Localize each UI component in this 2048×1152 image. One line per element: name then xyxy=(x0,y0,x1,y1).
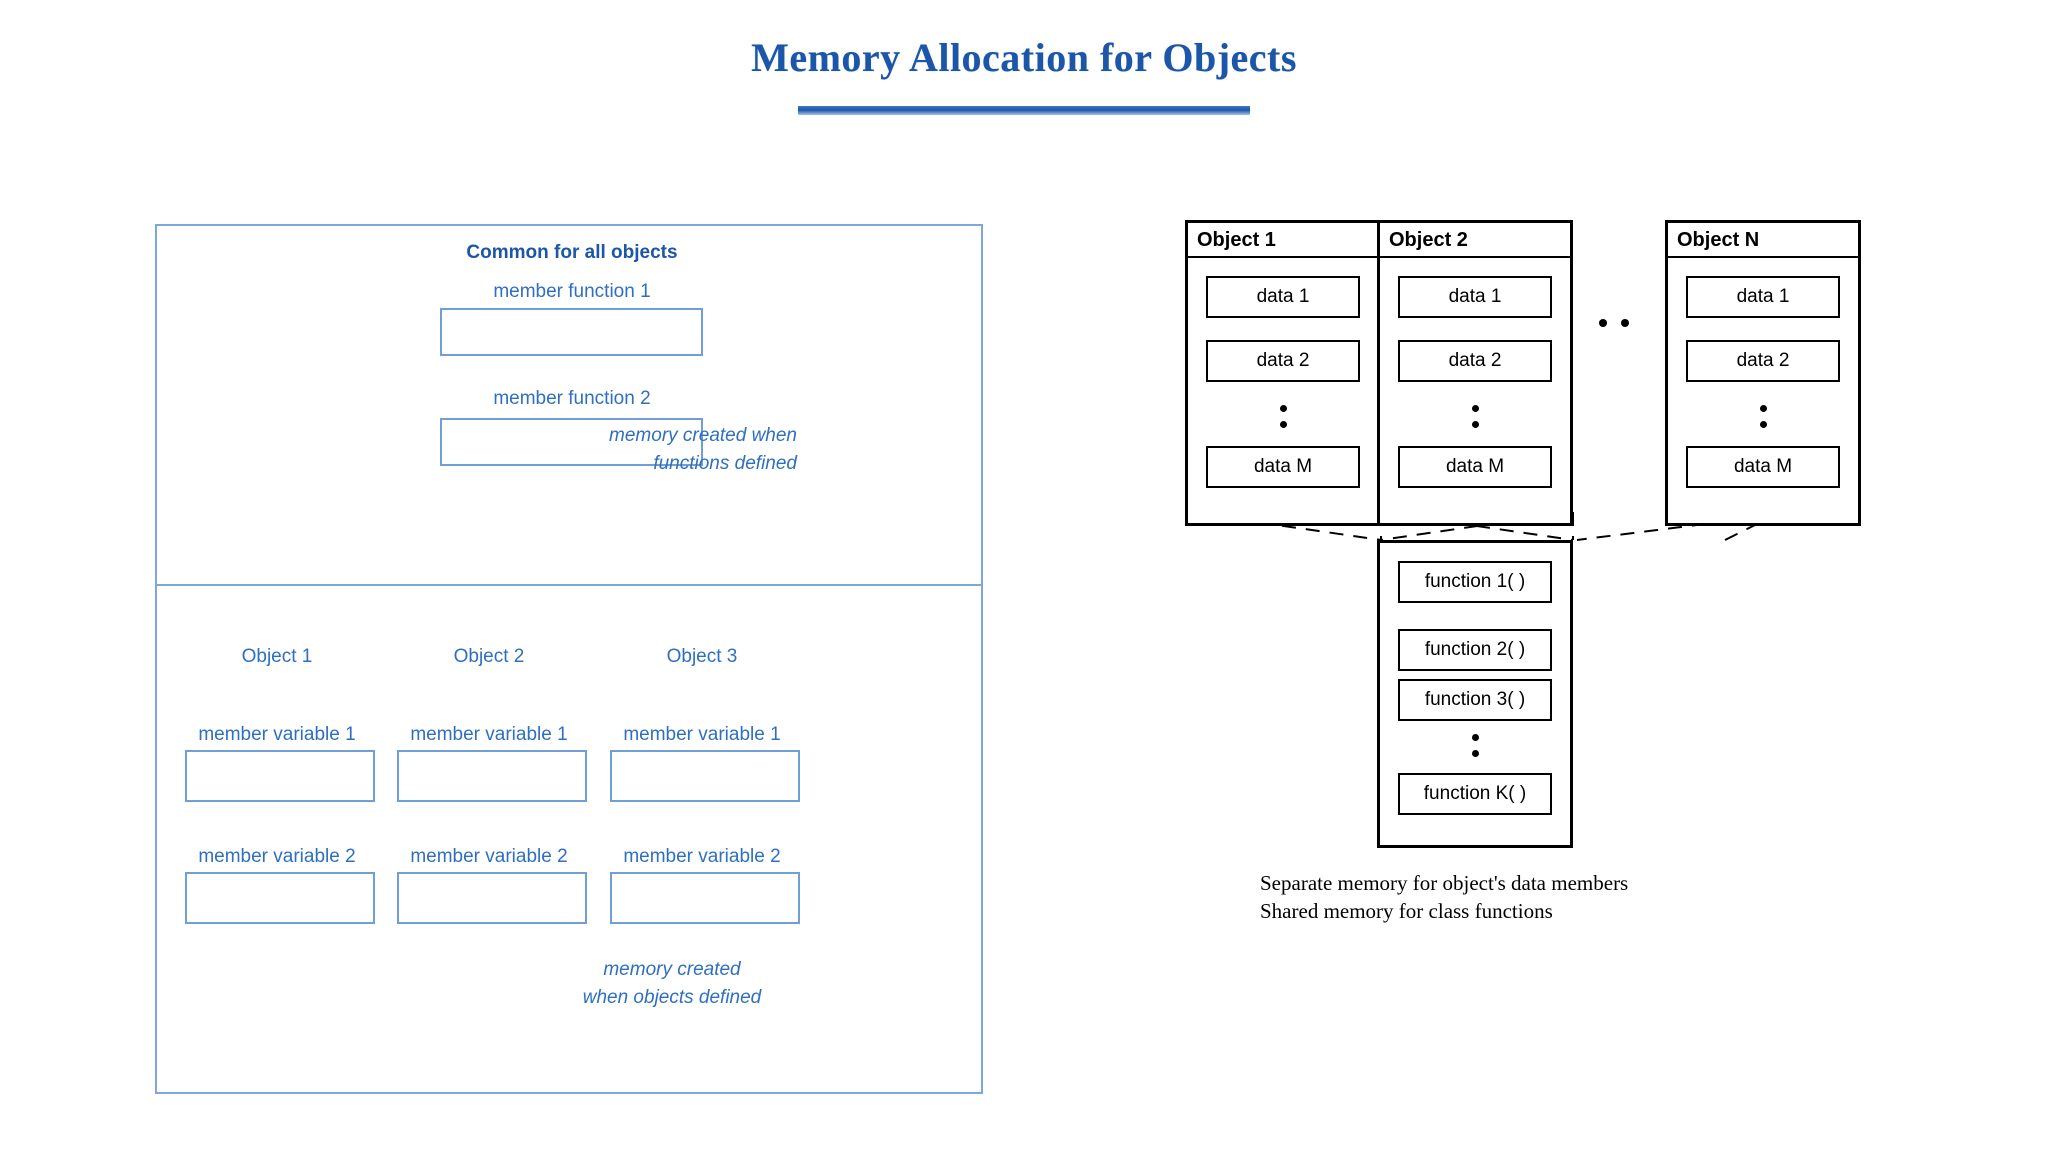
objects-horizontal-dots-icon xyxy=(1599,314,1643,332)
left-object-2-variable-1-box xyxy=(397,750,587,802)
left-object-1-variable-1-box xyxy=(185,750,375,802)
object-memory-note: memory created when objects defined xyxy=(527,956,817,1011)
left-object-2-variable-2-box xyxy=(397,872,587,924)
object-n-header: Object N xyxy=(1665,220,1861,258)
shared-functions-vertical-dots-icon xyxy=(1380,725,1570,757)
object-memory-note-line1: memory created xyxy=(603,959,741,980)
left-object-1-variable-2-box xyxy=(185,872,375,924)
shared-function-2: function 2( ) xyxy=(1398,629,1552,671)
shared-function-3: function 3( ) xyxy=(1398,679,1552,721)
object-column-n: Object N data 1 data 2 data M xyxy=(1665,220,1861,526)
object-1-header: Object 1 xyxy=(1185,220,1381,258)
object-memory-note-line2: when objects defined xyxy=(582,986,762,1008)
caption-line-1: Separate memory for object's data member… xyxy=(1260,871,1629,895)
object-1-data-m: data M xyxy=(1206,446,1360,488)
object-n-body: data 1 data 2 data M xyxy=(1665,258,1861,526)
object-n-vertical-dots-icon xyxy=(1668,396,1858,428)
left-object-1-title: Object 1 xyxy=(241,646,313,667)
object-2-data-m: data M xyxy=(1398,446,1552,488)
left-object-1-variable-1-label: member variable 1 xyxy=(198,724,356,745)
shared-memory-note-line2: functions defined xyxy=(653,452,797,474)
object-2-header: Object 2 xyxy=(1377,220,1573,258)
left-object-3-variable-2-label: member variable 2 xyxy=(623,846,781,867)
object-column-2: Object 2 data 1 data 2 data M xyxy=(1377,220,1573,526)
object-n-data-1: data 1 xyxy=(1686,276,1840,318)
object-column-1: Object 1 data 1 data 2 data M xyxy=(1185,220,1381,526)
member-function-2-box xyxy=(440,418,703,466)
left-object-1-variable-2-label: member variable 2 xyxy=(198,846,356,867)
panel-divider xyxy=(157,584,981,586)
title-underline-bar xyxy=(798,106,1250,115)
shared-memory-note: memory created when functions defined xyxy=(527,422,797,477)
object-1-data-2: data 2 xyxy=(1206,340,1360,382)
left-diagram-panel: Common for all objects member function 1… xyxy=(155,224,983,1094)
left-object-3-variable-1-label: member variable 1 xyxy=(623,724,781,745)
right-diagram-panel: Object 1 data 1 data 2 data M Object 2 d… xyxy=(1185,220,2005,1140)
object-2-data-1: data 1 xyxy=(1398,276,1552,318)
member-function-1-label: member function 1 xyxy=(493,281,651,302)
object-2-vertical-dots-icon xyxy=(1380,396,1570,428)
object-n-data-2: data 2 xyxy=(1686,340,1840,382)
object-1-data-1: data 1 xyxy=(1206,276,1360,318)
page-title: Memory Allocation for Objects xyxy=(751,35,1297,80)
left-object-3-variable-1-box xyxy=(610,750,800,802)
member-function-2-label: member function 2 xyxy=(493,388,651,409)
shared-memory-note-line1: memory created when xyxy=(609,425,797,446)
left-object-2-variable-1-label: member variable 1 xyxy=(410,724,568,745)
caption-line-2: Shared memory for class functions xyxy=(1260,898,1553,923)
left-object-3-variable-2-box xyxy=(610,872,800,924)
right-panel-caption: Separate memory for object's data member… xyxy=(1260,870,1628,925)
object-1-body: data 1 data 2 data M xyxy=(1185,258,1381,526)
title-block: Memory Allocation for Objects xyxy=(0,35,2048,115)
left-object-2-variable-2-label: member variable 2 xyxy=(410,846,568,867)
object-1-vertical-dots-icon xyxy=(1188,396,1378,428)
member-function-1-box xyxy=(440,308,703,356)
shared-function-k: function K( ) xyxy=(1398,773,1552,815)
shared-functions-box: function 1( ) function 2( ) function 3( … xyxy=(1377,540,1573,848)
shared-function-1: function 1( ) xyxy=(1398,561,1552,603)
common-for-all-objects-heading: Common for all objects xyxy=(466,242,678,263)
object-n-data-m: data M xyxy=(1686,446,1840,488)
left-object-3-title: Object 3 xyxy=(666,646,738,667)
object-2-body: data 1 data 2 data M xyxy=(1377,258,1573,526)
object-2-data-2: data 2 xyxy=(1398,340,1552,382)
left-object-2-title: Object 2 xyxy=(453,646,525,667)
